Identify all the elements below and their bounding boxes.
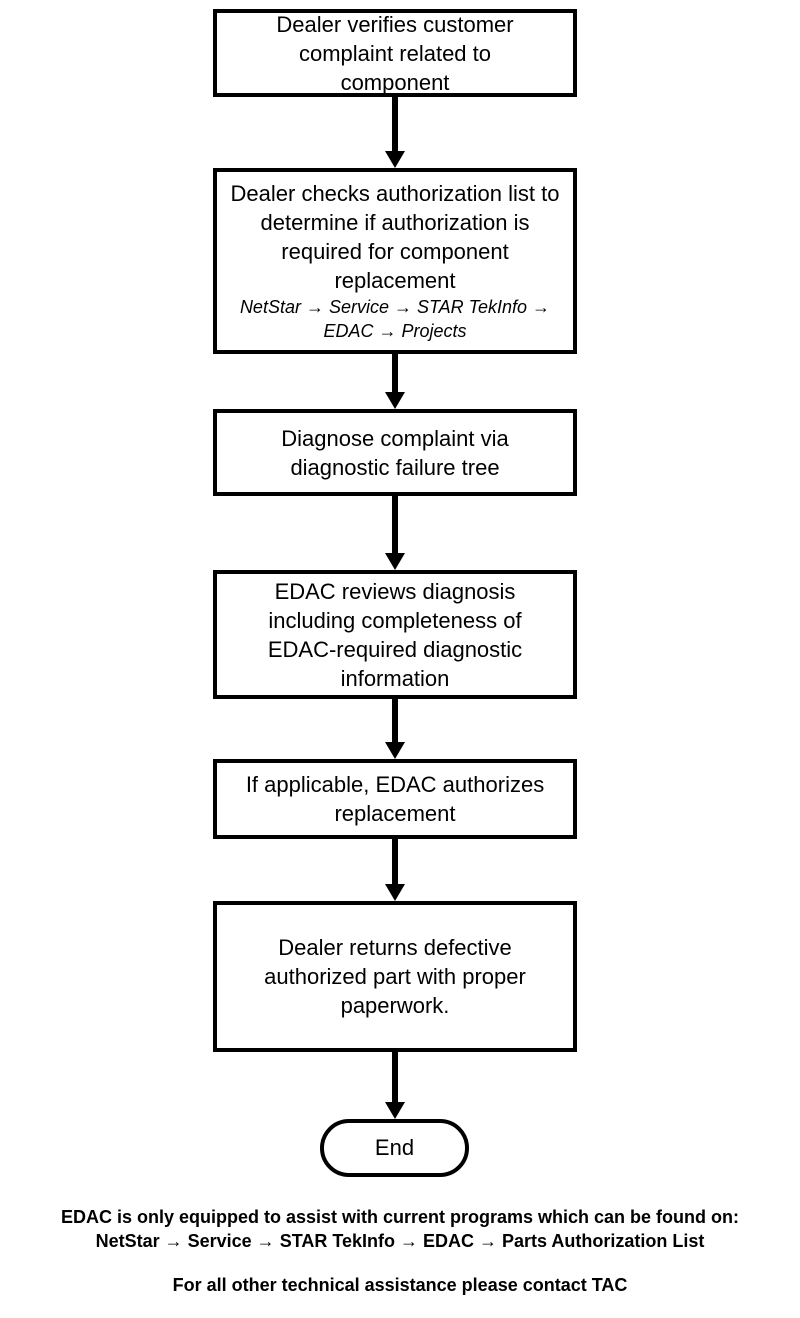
arrow-2-head bbox=[385, 392, 405, 409]
arrow-3 bbox=[392, 496, 398, 553]
arrow-4 bbox=[392, 699, 398, 742]
step-verify-complaint-label: Dealer verifies customer complaint relat… bbox=[276, 11, 514, 95]
step-edac-authorizes-label: If applicable, EDAC authorizes replaceme… bbox=[245, 772, 545, 826]
arrow-4-head bbox=[385, 742, 405, 759]
arrow-6 bbox=[392, 1052, 398, 1102]
end-label: End bbox=[374, 1135, 415, 1160]
step-check-authorization: Dealer checks authorization list to dete… bbox=[213, 168, 577, 354]
step-edac-review-label: EDAC reviews diagnosis including complet… bbox=[267, 578, 523, 691]
footer-note-line2: NetStar → Service → STAR TekInfo → EDAC … bbox=[95, 1231, 705, 1251]
arrow-3-head bbox=[385, 553, 405, 570]
step-edac-review: EDAC reviews diagnosis including complet… bbox=[213, 570, 577, 699]
step-diagnose-complaint: Diagnose complaint via diagnostic failur… bbox=[213, 409, 577, 496]
arrow-1 bbox=[392, 97, 398, 151]
step-dealer-returns-part-label: Dealer returns defective authorized part… bbox=[264, 935, 526, 1018]
footer-note-line1: EDAC is only equipped to assist with cur… bbox=[60, 1207, 740, 1227]
arrow-5-head bbox=[385, 884, 405, 901]
step-edac-authorizes: If applicable, EDAC authorizes replaceme… bbox=[213, 759, 577, 839]
step-verify-complaint: Dealer verifies customer complaint relat… bbox=[213, 9, 577, 97]
arrow-6-head bbox=[385, 1102, 405, 1119]
authorization-path: NetStar → Service → STAR TekInfo → EDAC … bbox=[239, 297, 551, 341]
arrow-5 bbox=[392, 839, 398, 884]
arrow-1-head bbox=[385, 151, 405, 168]
step-dealer-returns-part: Dealer returns defective authorized part… bbox=[213, 901, 577, 1052]
footer-note-line3: For all other technical assistance pleas… bbox=[172, 1275, 628, 1295]
step-diagnose-complaint-label: Diagnose complaint via diagnostic failur… bbox=[281, 425, 509, 480]
arrow-2 bbox=[392, 354, 398, 392]
end-terminal: End bbox=[320, 1119, 469, 1177]
step-check-authorization-label: Dealer checks authorization list to dete… bbox=[230, 181, 560, 293]
